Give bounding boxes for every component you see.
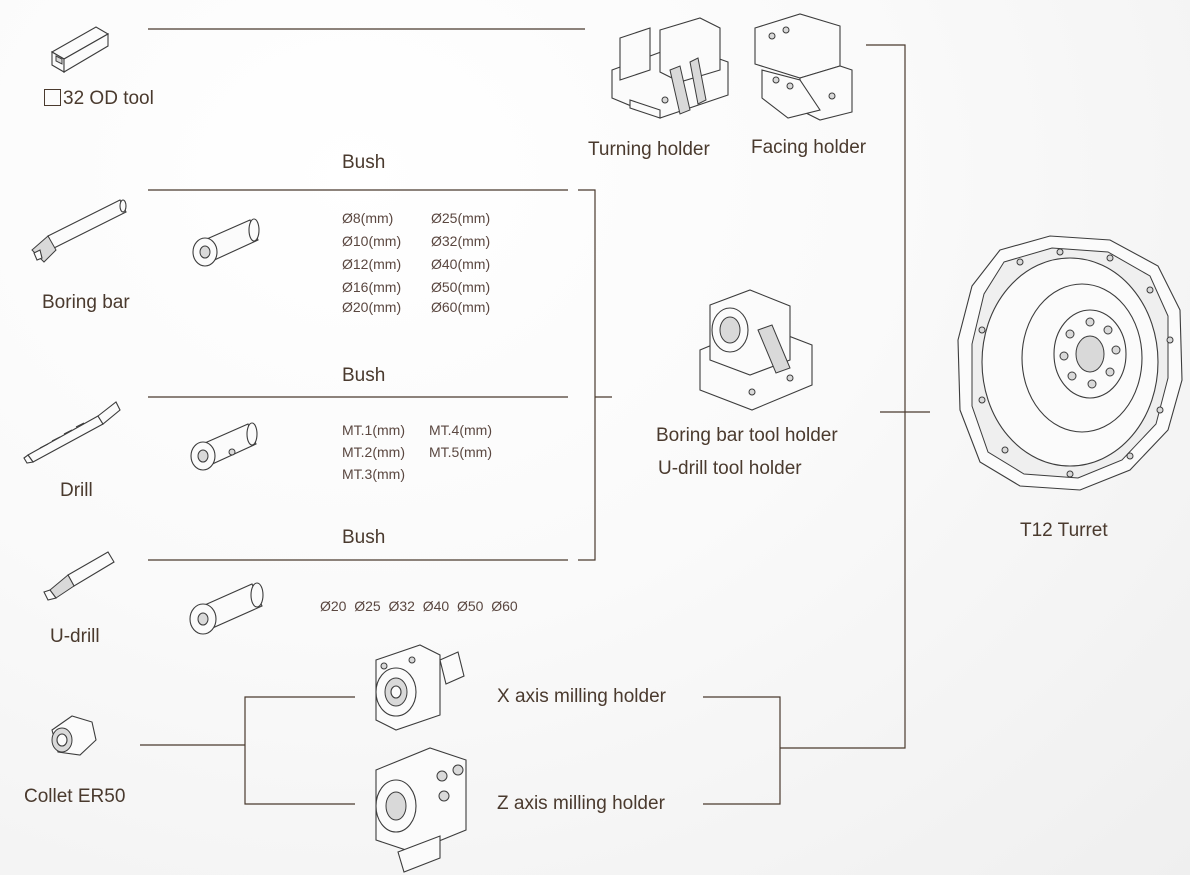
boring-size: Ø8(mm) xyxy=(342,210,394,226)
x-milling-holder-label: X axis milling holder xyxy=(497,686,666,707)
drill-size: MT.1(mm) xyxy=(342,422,405,438)
turret-label: T12 Turret xyxy=(1020,520,1108,541)
bush-title-boring: Bush xyxy=(342,152,386,173)
boring-size: Ø20(mm) xyxy=(342,299,402,315)
boring-size: Ø60(mm) xyxy=(431,299,491,315)
boring-size: Ø12(mm) xyxy=(342,256,402,272)
turret-icon xyxy=(957,235,1183,491)
drill-size: MT.2(mm) xyxy=(342,444,405,460)
collet-label: Collet ER50 xyxy=(24,786,126,807)
drill-size: MT.3(mm) xyxy=(342,466,405,482)
u-drill-label: U-drill xyxy=(50,626,100,647)
bush-title-udrill: Bush xyxy=(342,527,386,548)
turning-holder-icon xyxy=(611,17,729,119)
bush-icon-boring xyxy=(192,218,260,267)
od-tool-text: 32 OD tool xyxy=(63,88,154,109)
z-milling-holder-label: Z axis milling holder xyxy=(497,793,665,814)
udrill-sizes: Ø20 Ø25 Ø32 Ø40 Ø50 Ø60 xyxy=(320,598,518,614)
boring-size: Ø25(mm) xyxy=(431,210,491,226)
bush-title-drill: Bush xyxy=(342,365,386,386)
bush-icon-udrill xyxy=(189,582,264,635)
boring-bar-label: Boring bar xyxy=(42,292,130,313)
boring-bar-icon xyxy=(31,199,127,263)
boring-size: Ø10(mm) xyxy=(342,233,402,249)
drill-size: MT.4(mm) xyxy=(429,422,492,438)
boring-size: Ø16(mm) xyxy=(342,279,402,295)
od-tool-label: 32 OD tool xyxy=(44,88,154,110)
bush-icon-drill xyxy=(190,422,258,471)
boring-size: Ø32(mm) xyxy=(431,233,491,249)
udrill-holder-label: U-drill tool holder xyxy=(658,458,802,479)
boring-size: Ø40(mm) xyxy=(431,256,491,272)
facing-holder-label: Facing holder xyxy=(751,137,867,158)
boring-holder-icon xyxy=(699,289,813,411)
z-milling-holder-icon xyxy=(375,747,467,873)
drill-size: MT.5(mm) xyxy=(429,444,492,460)
collet-icon xyxy=(51,715,97,756)
square-symbol xyxy=(44,89,61,106)
boring-size: Ø50(mm) xyxy=(431,279,491,295)
x-milling-holder-icon xyxy=(375,644,465,731)
drill-label: Drill xyxy=(60,480,93,501)
drill-icon xyxy=(23,401,121,464)
u-drill-icon xyxy=(43,551,115,601)
boring-holder-label: Boring bar tool holder xyxy=(656,425,838,446)
facing-holder-icon xyxy=(754,13,853,121)
connector-lines xyxy=(140,28,930,805)
turning-holder-label: Turning holder xyxy=(588,139,710,160)
od-tool-icon xyxy=(50,26,110,73)
